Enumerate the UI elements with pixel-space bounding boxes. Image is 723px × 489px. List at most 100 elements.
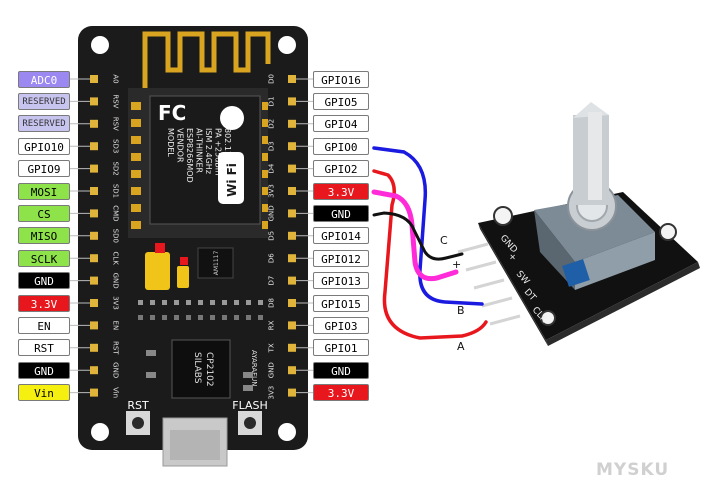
- right-pin-label: GPIO2: [313, 160, 369, 178]
- right-pin-name: D0: [268, 74, 276, 84]
- left-pin-label: GND: [18, 361, 70, 379]
- header-pin: [90, 119, 98, 128]
- header-pin: [288, 209, 296, 218]
- left-pin-label: MISO: [18, 227, 70, 245]
- header-pin: [90, 187, 98, 195]
- header-pin: [288, 97, 296, 106]
- right-pin-name: D3: [268, 141, 276, 151]
- left-pin-label: 3.3V: [18, 294, 70, 312]
- module-marking-line: ISM 2.4GHz: [204, 128, 213, 174]
- left-pin-name: RSV: [112, 94, 120, 108]
- left-pin-label: MOSI: [18, 182, 70, 200]
- encoder-pin: [465, 260, 497, 272]
- left-pin-label: RESERVED: [18, 92, 70, 110]
- right-pin-name: D5: [268, 231, 276, 241]
- right-pin-name: TX: [268, 343, 276, 353]
- right-pin-name: D4: [268, 163, 276, 173]
- header-pin: [90, 388, 98, 397]
- left-pin-label: Vin: [18, 384, 70, 402]
- header-pin: [90, 142, 98, 151]
- right-pin-label: GPIO12: [313, 249, 369, 267]
- header-pin: [90, 164, 98, 173]
- header-pin: [288, 366, 296, 375]
- right-pin-name: GND: [268, 362, 276, 378]
- left-pin-label: GPIO10: [18, 137, 70, 155]
- mount-hole-icon: [91, 423, 109, 441]
- wire-gnd: [372, 211, 464, 261]
- left-pin-name: SD1: [112, 184, 120, 198]
- module-marking-line: AI-THINKER: [195, 128, 204, 174]
- encoder-pin: [489, 314, 521, 326]
- header-pin: [90, 209, 98, 218]
- header-pin: [288, 321, 296, 330]
- wifi-logo: Wi Fi: [218, 106, 244, 204]
- right-pin-label: GPIO13: [313, 272, 369, 290]
- capacitor: [145, 252, 170, 290]
- header-pin: [90, 97, 98, 106]
- right-pin-name: 3V3: [268, 184, 276, 198]
- wire-3v3: [371, 189, 459, 282]
- wire-gpio0: [372, 146, 484, 306]
- wire-letters: C + B A: [440, 234, 465, 353]
- header-pin: [90, 343, 98, 352]
- left-pin-name: CLK: [112, 252, 120, 266]
- fcc-logo: FC: [158, 101, 186, 125]
- right-pin-name: D1: [268, 96, 276, 106]
- wire-letter: C: [440, 234, 448, 247]
- flash-label: FLASH: [232, 399, 268, 412]
- header-pin: [288, 388, 296, 397]
- right-pin-label: GND: [313, 204, 369, 222]
- usb-chip-line: CP2102: [204, 352, 214, 387]
- right-pin-label: GPIO14: [313, 227, 369, 245]
- watermark: MYSKU: [596, 460, 670, 480]
- usb-uart-chip: [171, 339, 231, 399]
- module-marking-line: MODEL: [166, 128, 175, 157]
- header-pin: [90, 231, 98, 240]
- capacitor: [177, 266, 189, 288]
- header-pin: [288, 231, 296, 240]
- right-pin-name: RX: [268, 320, 276, 330]
- encoder-pin: [457, 242, 489, 254]
- wires: [371, 146, 488, 340]
- left-pin-name: CMD: [112, 205, 120, 221]
- led: [180, 257, 188, 265]
- right-pin-name: D7: [268, 276, 276, 286]
- right-pin-name: D6: [268, 253, 276, 263]
- right-pin-label: GPIO3: [313, 316, 369, 334]
- left-pin-name: EN: [112, 321, 120, 331]
- module-marking-line: ESP8266MOD: [185, 128, 194, 183]
- right-pin-label: GPIO0: [313, 137, 369, 155]
- wire-letter: +: [452, 258, 461, 271]
- left-pin-name: RSV: [112, 117, 120, 131]
- module-marking-line: PA +25dBm: [214, 128, 223, 176]
- header-pin: [288, 164, 296, 173]
- left-pin-name: GND: [112, 362, 120, 378]
- wire-letter: B: [457, 304, 465, 317]
- header-pin: [288, 187, 296, 195]
- left-pin-label: GPIO9: [18, 160, 70, 178]
- header-pin: [90, 254, 98, 263]
- header-pin: [288, 142, 296, 151]
- wire-gpio2: [372, 169, 488, 340]
- right-pin-name: 3V3: [268, 386, 276, 400]
- wire-letter: A: [457, 340, 465, 353]
- right-pin-label: GPIO16: [313, 70, 369, 88]
- left-pin-name: 3V3: [112, 296, 120, 310]
- mount-hole-icon: [278, 36, 296, 54]
- right-pin-name: D2: [268, 119, 276, 129]
- antenna-trace-icon: [142, 31, 271, 88]
- right-pin-label: GND: [313, 361, 369, 379]
- left-pin-label: EN: [18, 316, 70, 334]
- header-pin: [90, 276, 98, 285]
- header-pin: [288, 299, 296, 307]
- right-pin-label: GPIO4: [313, 115, 369, 133]
- rst-label: RST: [127, 399, 149, 412]
- header-pin: [288, 119, 296, 128]
- left-pin-name: SD3: [112, 139, 120, 153]
- led: [155, 243, 165, 253]
- svg-text:AM1117: AM1117: [213, 251, 220, 276]
- left-pin-name: RST: [112, 341, 120, 355]
